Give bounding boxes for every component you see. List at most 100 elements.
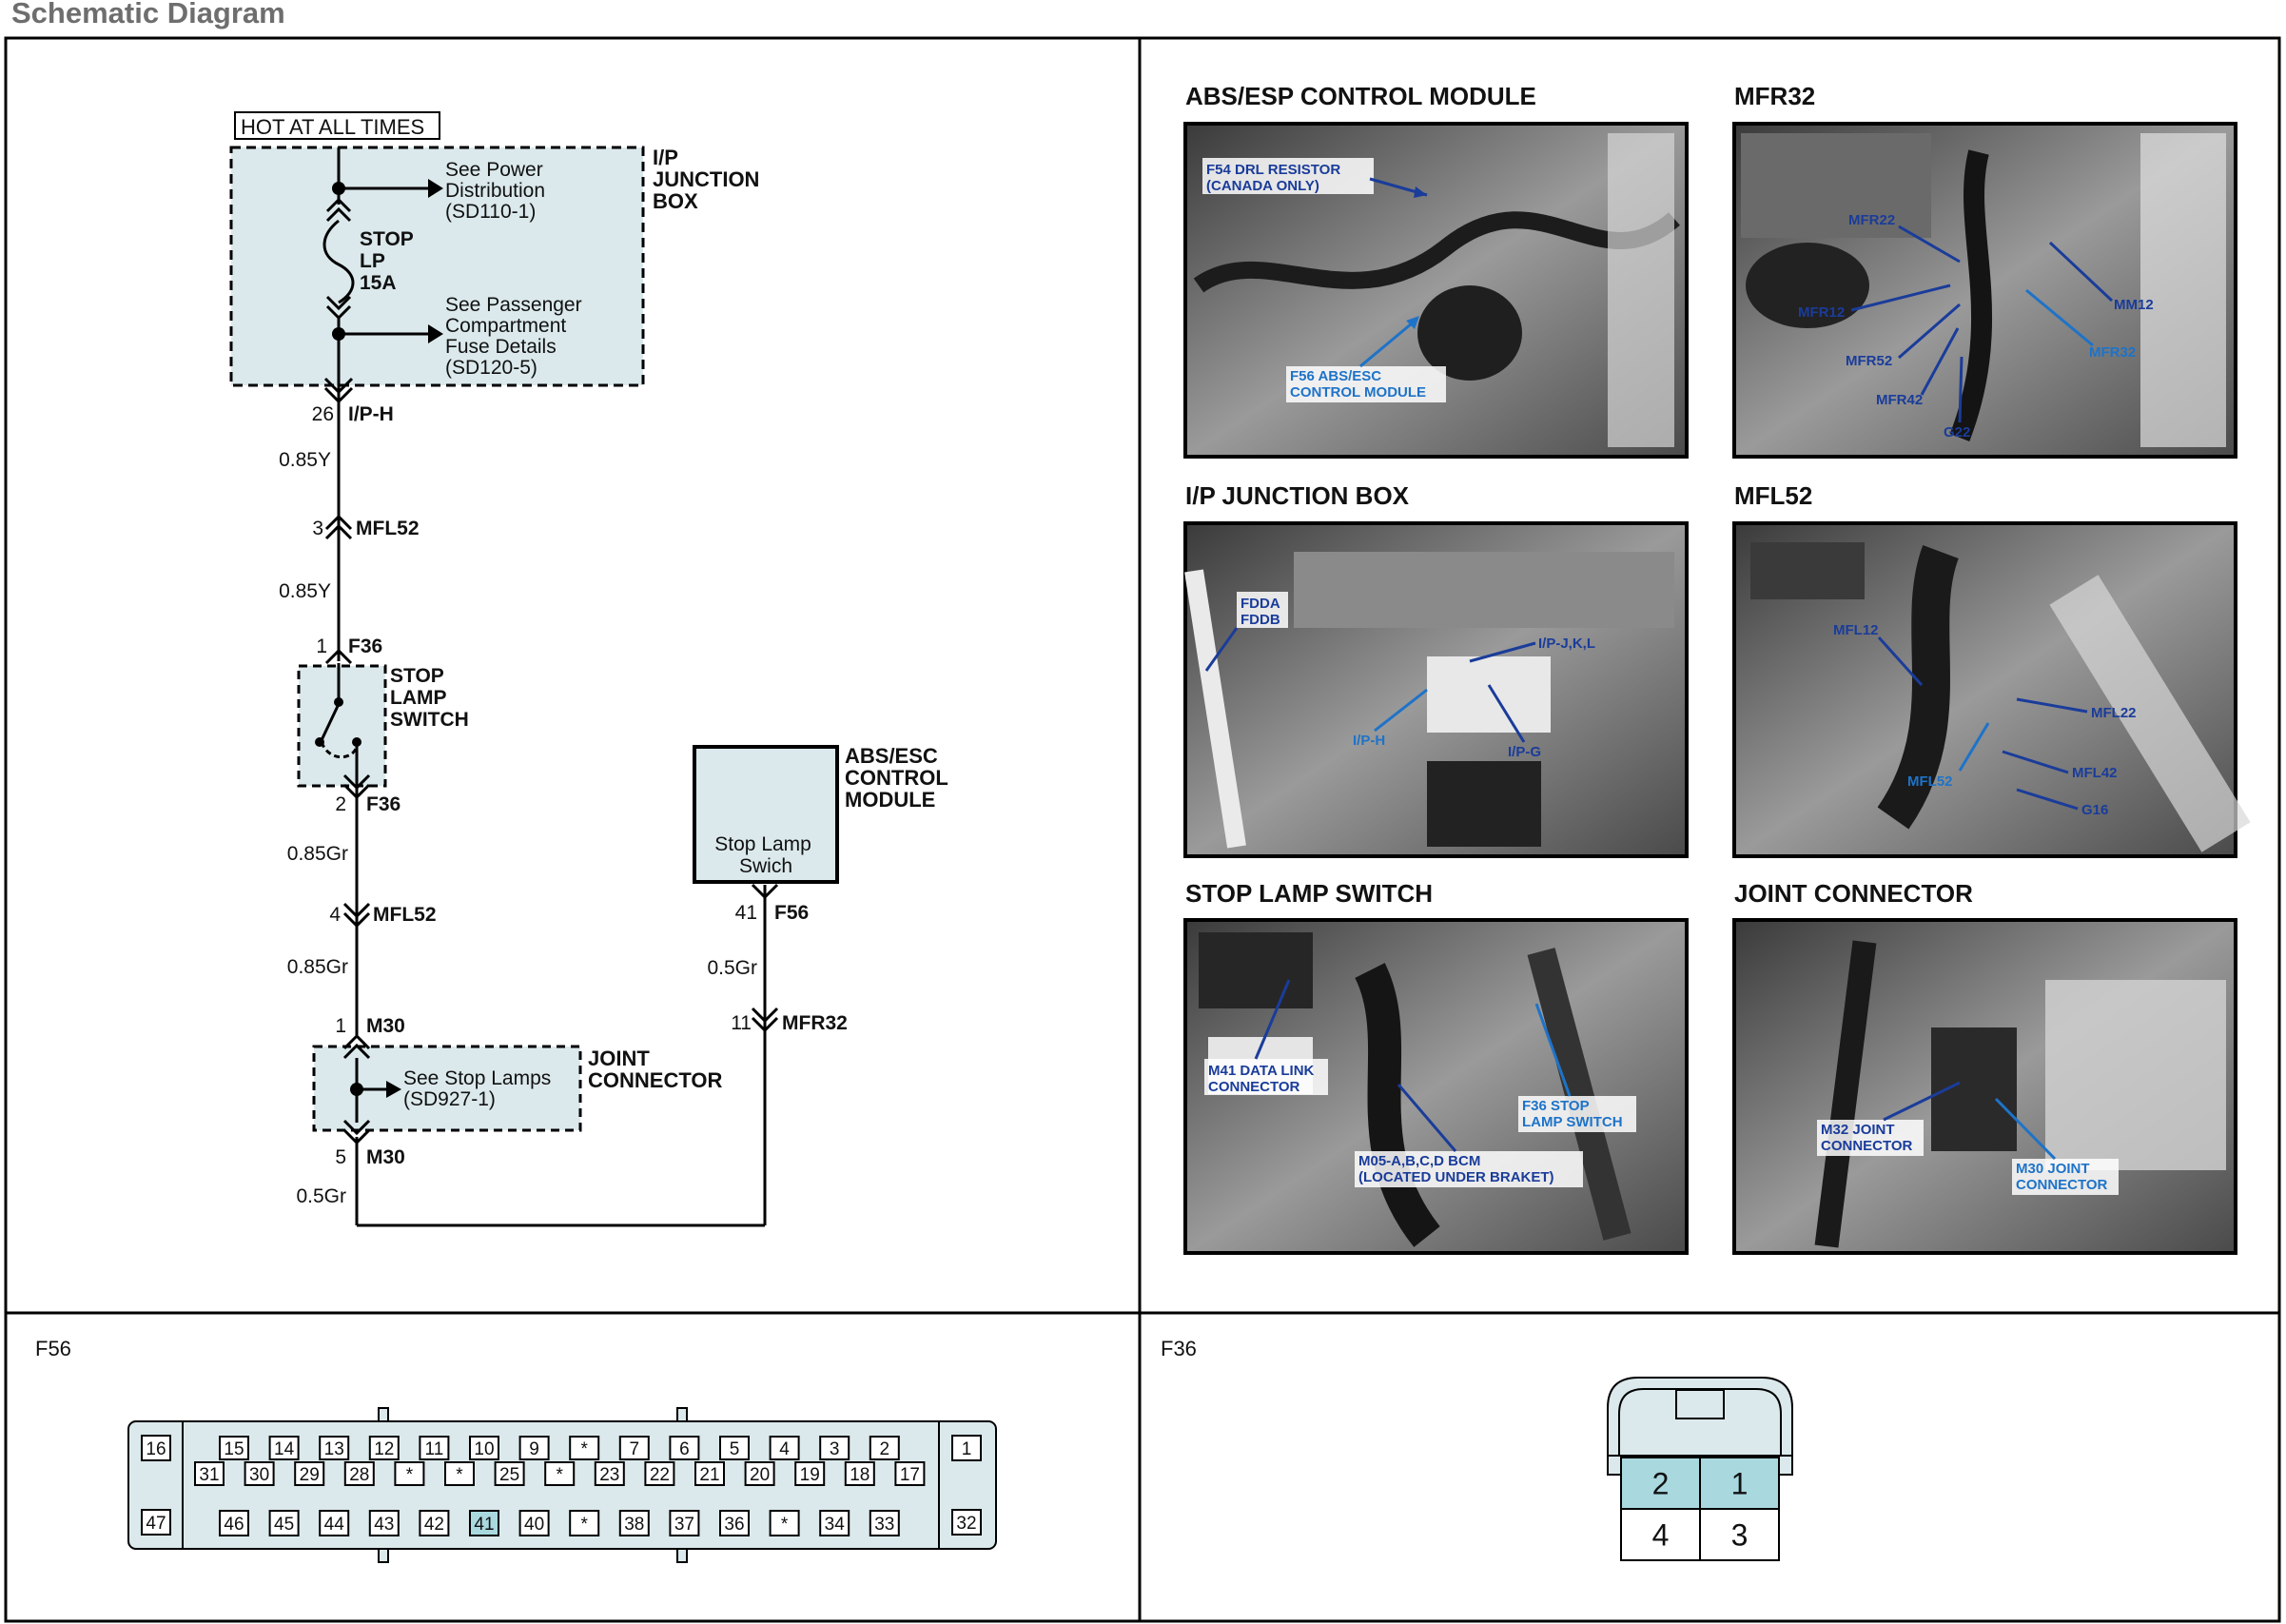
f56-pin: 45 (268, 1510, 300, 1536)
f56-pin: 5 (719, 1436, 750, 1460)
f56-pin: 40 (518, 1510, 550, 1536)
f56-pin: 4 (769, 1436, 800, 1460)
f56-pin: 38 (618, 1510, 650, 1536)
svg-text:4: 4 (329, 904, 341, 926)
svg-text:26: 26 (312, 403, 334, 425)
pin-label: 30 (249, 1465, 269, 1485)
f36-pin: 1 (1699, 1457, 1780, 1510)
photo-mfr32 (1732, 122, 2237, 459)
joint-connector-label: JOINT CONNECTOR (588, 1047, 722, 1092)
svg-text:2: 2 (335, 793, 346, 815)
pin-label: 33 (874, 1515, 894, 1535)
pin-label: 36 (724, 1515, 744, 1535)
f56-pin: 11 (419, 1436, 450, 1460)
svg-text:F54 DRL RESISTOR: F54 DRL RESISTOR (1206, 162, 1340, 178)
f56-pin: 43 (368, 1510, 400, 1536)
pin-label: 37 (674, 1515, 694, 1535)
pin-label: * (556, 1465, 563, 1485)
photo-callouts: F54 DRL RESISTOR (CANADA ONLY) F56 ABS/E… (1202, 158, 2154, 1195)
pin-label: 3 (1731, 1518, 1749, 1553)
f56-pin: * (444, 1461, 475, 1486)
f56-pin: * (544, 1461, 576, 1486)
pin-label: 38 (624, 1515, 644, 1535)
passenger-fuse-ref: See Passenger Compartment Fuse Details (… (445, 294, 587, 379)
f36-pin: 2 (1620, 1457, 1701, 1510)
power-distribution-ref: See Power Distribution (SD110-1) (445, 159, 551, 223)
f56-pin: 46 (219, 1510, 249, 1536)
photo-title-abs: ABS/ESP CONTROL MODULE (1185, 82, 1536, 110)
right-circuit-labels: 41 F56 0.5Gr 11 MFR32 (707, 902, 847, 1034)
pin-label: 43 (374, 1515, 394, 1535)
photo-title-mfr32: MFR32 (1734, 82, 1815, 110)
pin-label: 4 (779, 1439, 790, 1459)
svg-text:CONNECTOR: CONNECTOR (1208, 1079, 1300, 1095)
svg-text:1: 1 (335, 1015, 346, 1037)
svg-text:MFL52: MFL52 (373, 904, 437, 926)
svg-text:0.85Gr: 0.85Gr (287, 843, 348, 865)
pin-label: 7 (630, 1439, 640, 1459)
svg-text:MFL52: MFL52 (1907, 773, 1953, 790)
svg-text:M30: M30 (366, 1146, 405, 1168)
f56-pin: 22 (644, 1461, 675, 1486)
svg-text:F56 ABS/ESC: F56 ABS/ESC (1290, 368, 1381, 384)
photo-title-joint-connector: JOINT CONNECTOR (1734, 879, 1973, 908)
pin-label: 4 (1652, 1518, 1670, 1553)
f56-pin: 9 (518, 1436, 550, 1460)
f56-pin: 29 (294, 1461, 325, 1486)
stop-lp-fuse-label: STOP LP 15A (360, 228, 419, 294)
f56-pin: 21 (694, 1461, 725, 1486)
svg-text:(LOCATED UNDER BRAKET): (LOCATED UNDER BRAKET) (1358, 1169, 1554, 1185)
abs-esc-module-box (693, 745, 839, 884)
svg-text:F56: F56 (774, 902, 809, 924)
pin-label: 19 (800, 1465, 820, 1485)
pin-label: 31 (199, 1465, 219, 1485)
photo-ip-junction (1183, 521, 1689, 858)
svg-text:F36: F36 (348, 636, 382, 657)
abs-module-inner-label: Stop Lamp Swich (714, 833, 816, 877)
stop-lamp-switch-label: STOP LAMP SWITCH (390, 665, 469, 731)
pin-label: 41 (474, 1515, 494, 1535)
svg-text:1: 1 (316, 636, 327, 657)
pin-label: 21 (699, 1465, 719, 1485)
pin-label: 2 (1652, 1467, 1670, 1501)
f36-pin: 4 (1620, 1508, 1701, 1561)
photo-title-mfl52: MFL52 (1734, 481, 1812, 510)
pin-label: 32 (956, 1514, 976, 1534)
pin-label: 20 (750, 1465, 770, 1485)
f56-pin: 1 (951, 1435, 982, 1461)
pin-label: 29 (300, 1465, 320, 1485)
f56-pin: * (769, 1510, 800, 1536)
pin-label: 42 (424, 1515, 444, 1535)
hot-label: HOT AT ALL TIMES (241, 115, 424, 139)
pin-label: 18 (850, 1465, 869, 1485)
pin-label: 34 (825, 1515, 846, 1535)
pin-label: 2 (880, 1439, 890, 1459)
f36-title: F36 (1161, 1337, 1197, 1360)
svg-text:I/P-H: I/P-H (348, 403, 394, 425)
svg-text:MFR22: MFR22 (1848, 212, 1895, 228)
f56-pin: 41 (469, 1510, 499, 1536)
svg-text:FDDA: FDDA (1241, 596, 1280, 612)
svg-text:MFL42: MFL42 (2072, 765, 2118, 781)
pin-label: 16 (146, 1439, 166, 1459)
photo-mfl52 (1732, 521, 2251, 858)
pin-label: 25 (499, 1465, 519, 1485)
pin-label: 44 (324, 1515, 345, 1535)
pin-label: 13 (324, 1439, 344, 1459)
f56-pin: 19 (794, 1461, 826, 1486)
f56-pin: 37 (669, 1510, 700, 1536)
f56-pin: * (569, 1510, 600, 1536)
svg-text:MM12: MM12 (2114, 297, 2154, 313)
f56-pin: 30 (244, 1461, 275, 1486)
svg-text:MFR42: MFR42 (1876, 392, 1923, 408)
svg-text:MFR32: MFR32 (782, 1012, 848, 1034)
pin-label: 46 (224, 1515, 244, 1535)
pin-label: 14 (274, 1439, 295, 1459)
f56-pin: 16 (141, 1435, 171, 1461)
f56-pin: 6 (669, 1436, 700, 1460)
pin-label: 9 (529, 1439, 539, 1459)
pin-label: 47 (146, 1514, 166, 1534)
f56-pin: 10 (469, 1436, 499, 1460)
f56-pin: 36 (719, 1510, 750, 1536)
